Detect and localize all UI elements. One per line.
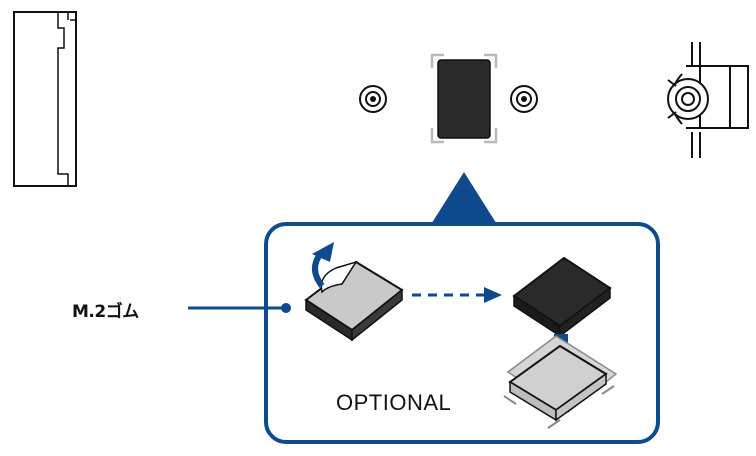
m2-slot-side-view-icon xyxy=(13,11,77,187)
peel-pad-icon xyxy=(304,260,404,342)
callout-pointer xyxy=(430,172,498,226)
standoff-screw-icon xyxy=(510,85,538,113)
target-pad-icon xyxy=(503,335,618,429)
dashed-arrow-icon xyxy=(412,287,502,303)
m2-rubber-pad-icon xyxy=(430,53,498,144)
m2-latch-clip-icon xyxy=(667,42,749,158)
optional-label: OPTIONAL xyxy=(336,390,452,415)
rubber-pad-dark-icon xyxy=(512,256,612,338)
peel-arrow-icon xyxy=(312,242,334,288)
standoff-screw-icon xyxy=(359,85,387,113)
label-leader-dot xyxy=(281,303,291,313)
m2-rubber-pad-label: M.2ゴム xyxy=(72,302,139,322)
optional-callout-box xyxy=(264,222,660,444)
